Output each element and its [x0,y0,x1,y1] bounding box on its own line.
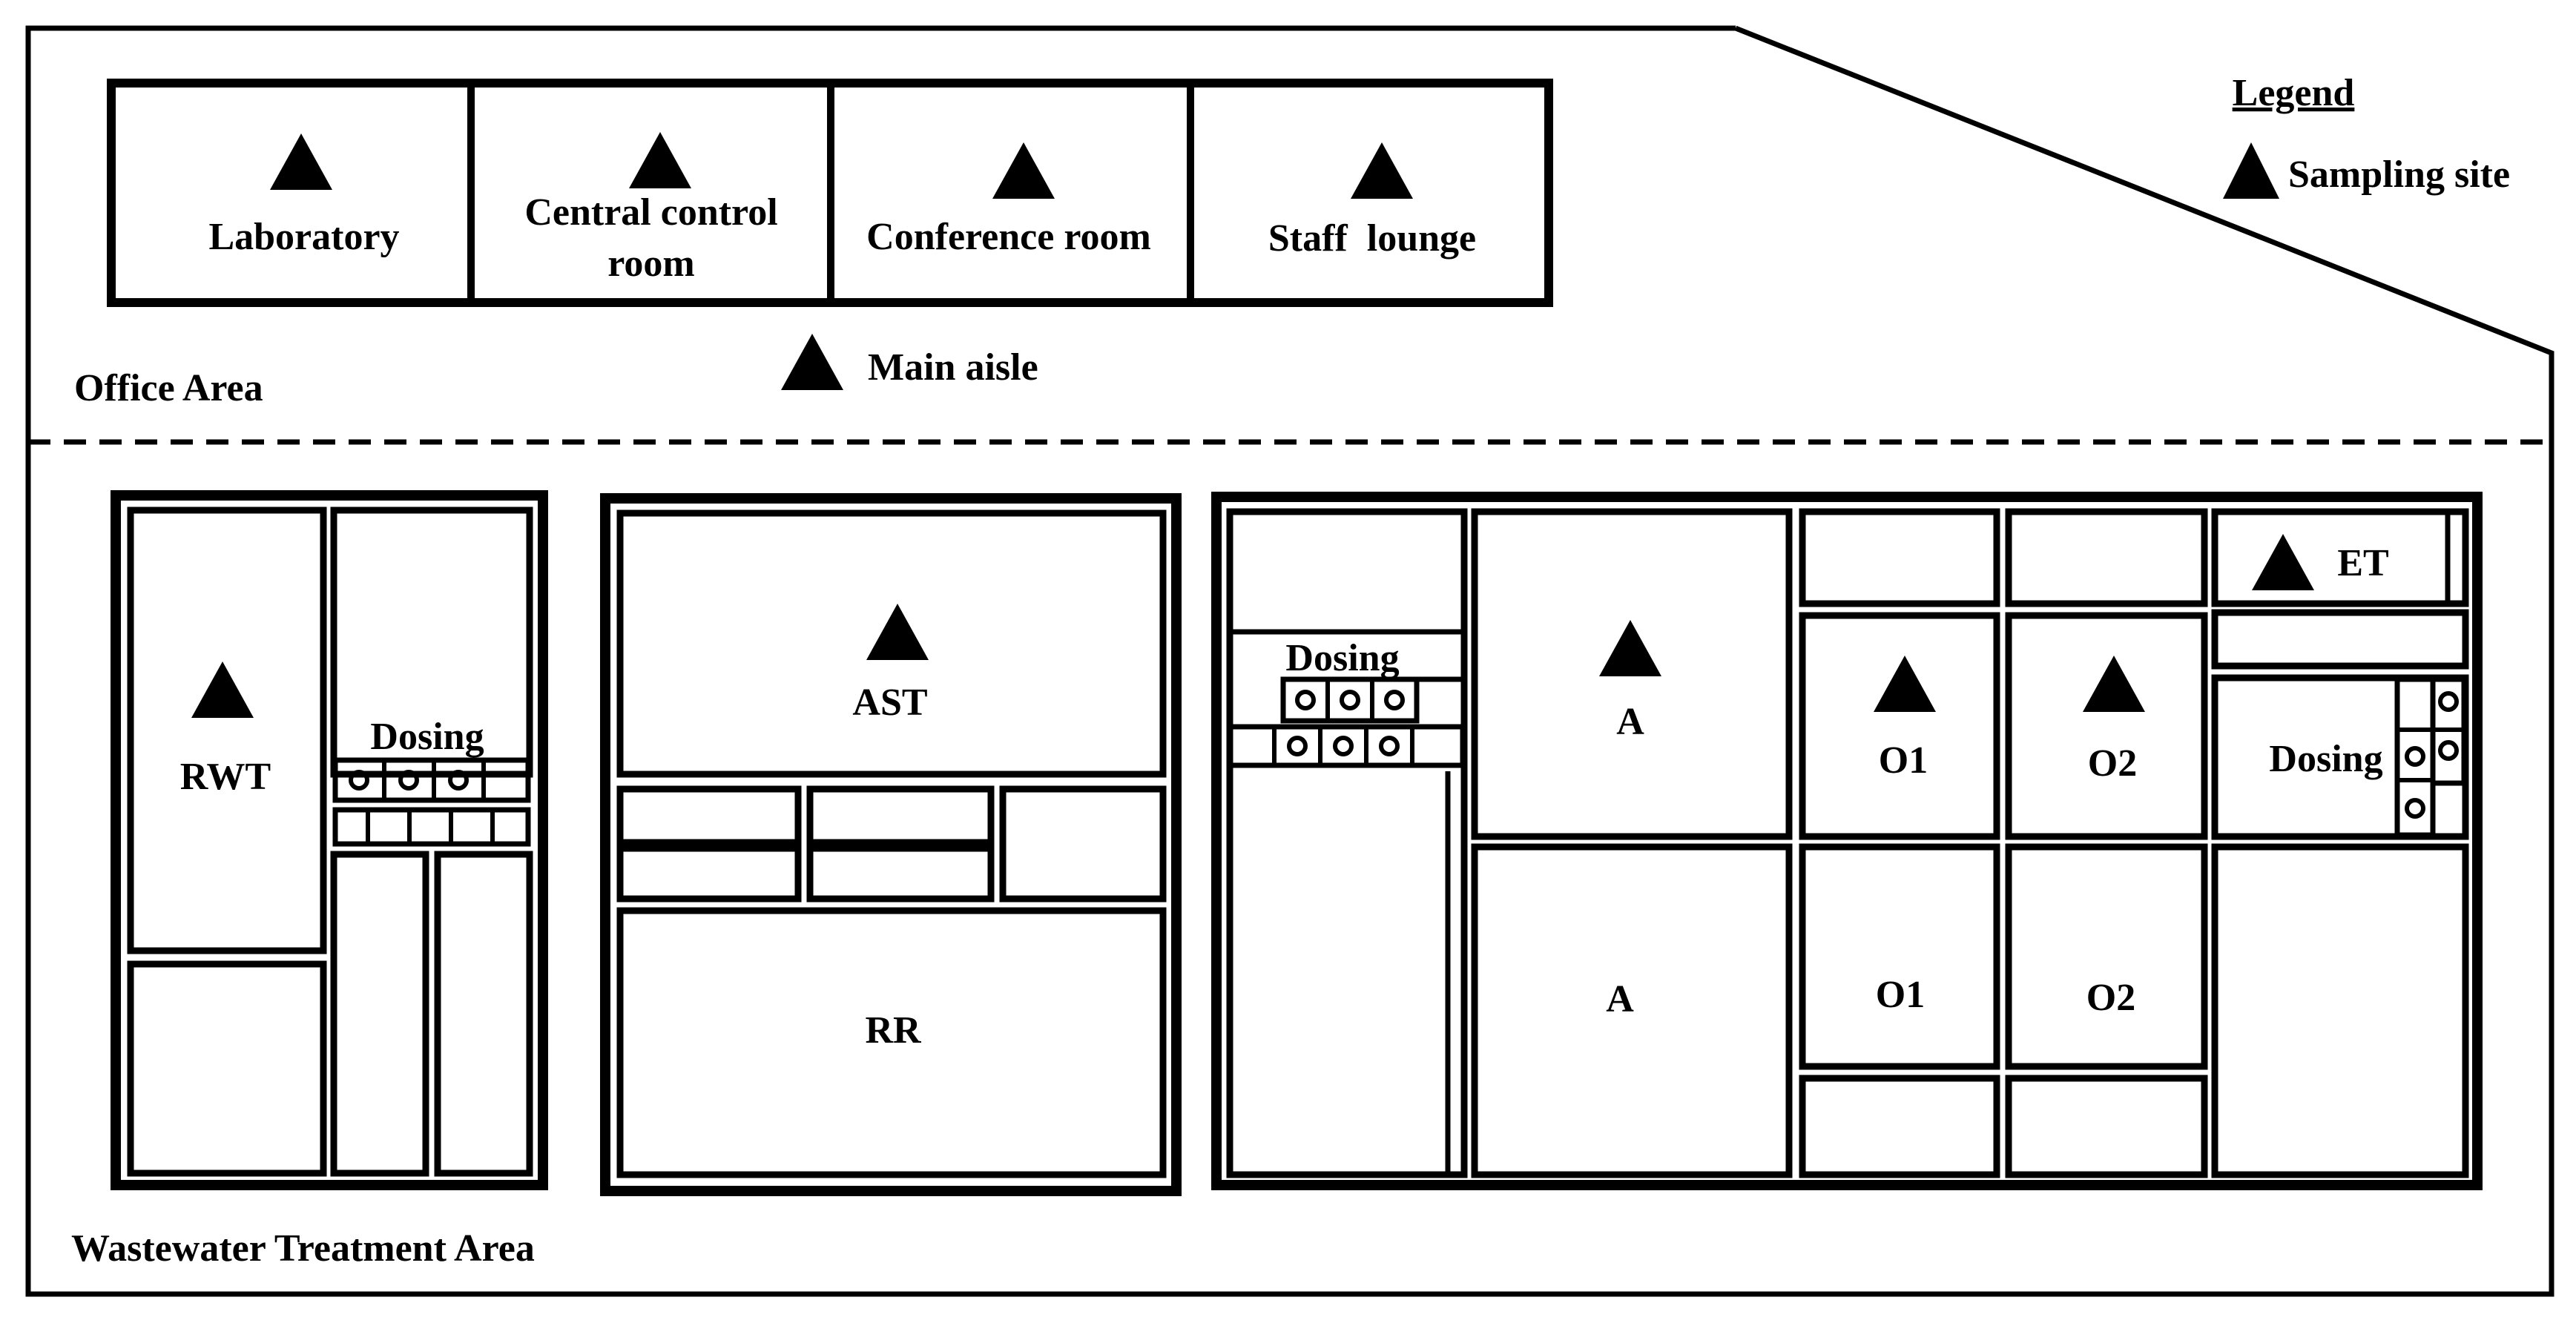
room-laboratory: Laboratory [208,133,400,258]
room-label-line2: room [607,243,694,285]
dosing-right-label: Dosing [2269,738,2382,780]
room-label: Staff lounge [1268,217,1476,260]
dosing-pumps-left-2 [1227,724,1466,768]
dosing-left-label: Dosing [1285,637,1399,679]
room-staff-lounge: Staff lounge [1268,142,1476,260]
room-central-control: Central control room [524,132,778,285]
legend: Legend Sampling site [2223,72,2510,199]
sampling-site-icon [2083,656,2145,712]
dosing-label: Dosing [370,716,484,758]
o2-top-label: O2 [2088,742,2137,785]
ast-label: AST [852,682,927,724]
treatment-block-rwt: RWT Dosing [111,490,548,1190]
a-bottom-label: A [1606,978,1634,1020]
o2-bottom-label: O2 [2086,977,2135,1019]
sampling-site-icon [2252,534,2314,590]
office-area-label: Office Area [74,367,263,409]
site-boundary [25,25,2554,1297]
room-label: Central control [524,191,777,234]
wastewater-area-label: Wastewater Treatment Area [71,1227,535,1270]
treatment-block-ao: Dosing A A [1211,492,2483,1190]
sampling-site-icon [1599,620,1661,676]
dosing-rack [332,807,531,847]
room-conference: Conference room [866,142,1151,258]
a-top-label: A [1616,701,1644,743]
dosing-pumps-left [1280,676,1420,724]
main-aisle-label: Main aisle [868,346,1038,389]
legend-title: Legend [2233,72,2355,114]
room-label: Conference room [866,216,1151,258]
sampling-site-icon [191,662,254,718]
office-area: Laboratory Central control room Conferen… [74,79,1553,409]
o1-top-label: O1 [1879,739,1928,782]
treatment-block-ast: AST RR [600,493,1182,1196]
sampling-site-icon [270,133,332,190]
dosing-pumps-right [2394,676,2467,838]
o1-bottom-label: O1 [1876,974,1925,1016]
et-label: ET [2337,542,2388,584]
room-label: Laboratory [208,216,399,258]
rwt-label: RWT [180,756,271,798]
sampling-site-icon [1874,656,1936,712]
legend-label: Sampling site [2288,154,2510,196]
sampling-site-icon [781,334,843,390]
sampling-site-icon [629,132,691,188]
main-aisle: Main aisle [781,334,1038,390]
sampling-site-icon [992,142,1055,199]
rr-label: RR [865,1009,922,1052]
legend-sampling-site-icon [2223,142,2279,199]
sampling-site-icon [1351,142,1413,199]
dosing-pumps [332,757,531,803]
sampling-site-icon [866,604,929,660]
